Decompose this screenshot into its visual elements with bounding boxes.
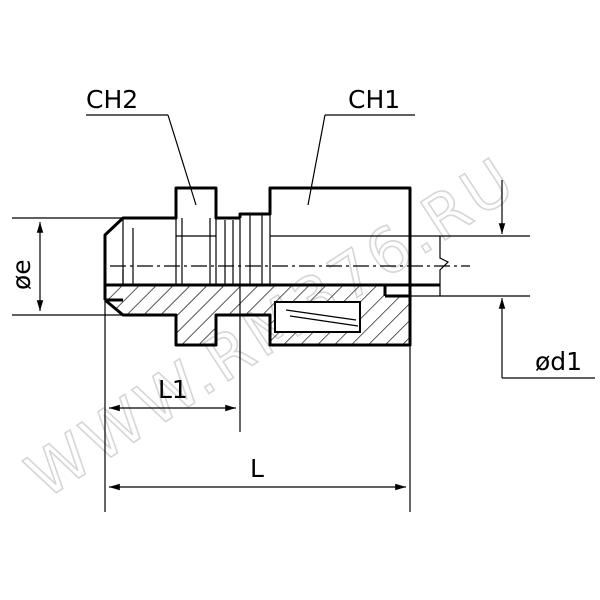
- diameter-e-label: øe: [7, 259, 36, 290]
- length-l1-label: L1: [158, 375, 188, 404]
- tube-stub: [410, 235, 450, 297]
- ch1-label: CH1: [348, 85, 400, 114]
- length-l-label: L: [250, 454, 264, 483]
- ch2-label: CH2: [86, 85, 138, 114]
- diameter-d1-label: ød1: [535, 347, 582, 376]
- dimension-lines: [12, 114, 595, 512]
